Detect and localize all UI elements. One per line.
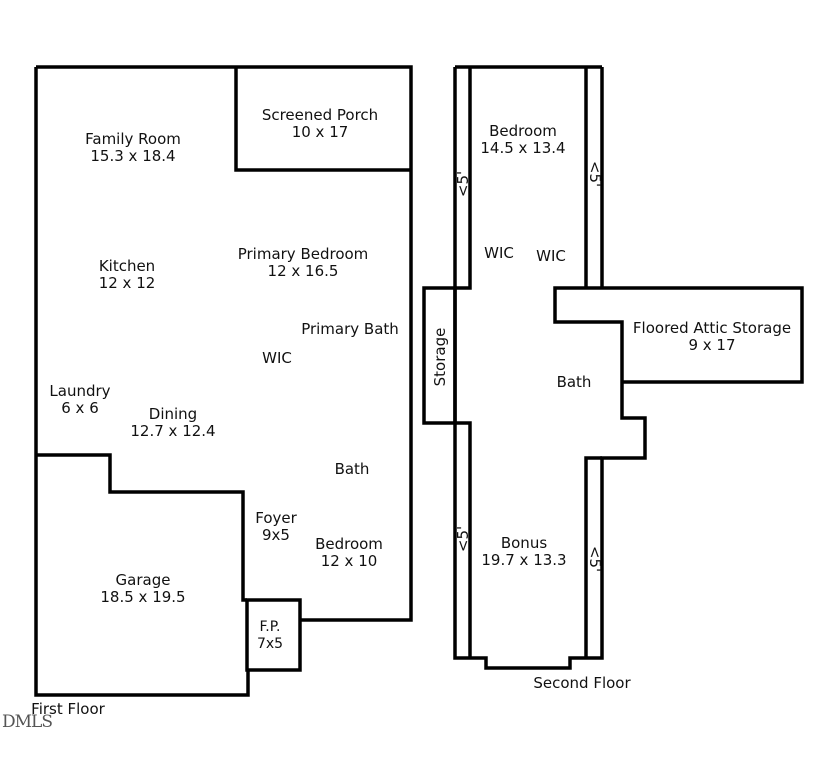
room-size: 14.5 x 13.4 <box>480 139 566 157</box>
room-storage: Storage <box>431 327 449 387</box>
second-floor-title: Second Floor <box>533 674 631 692</box>
room-name: Garage <box>115 571 171 589</box>
room-name: WIC <box>536 247 566 265</box>
second-floor-walls <box>422 65 804 670</box>
room-name: Bath <box>334 460 370 478</box>
low-ceiling-mark: <5' <box>586 160 604 188</box>
room-name: Bedroom <box>489 122 557 140</box>
room-name: Floored Attic Storage <box>632 319 792 337</box>
room-wic-1: WIC <box>484 245 514 262</box>
room-size: 19.7 x 13.3 <box>481 551 567 569</box>
low-ceiling-mark: <5' <box>454 525 472 553</box>
room-wic-2: WIC <box>536 248 566 265</box>
room-name: Laundry <box>49 382 111 400</box>
room-name: Foyer <box>255 509 297 527</box>
room-bath: Bath <box>335 461 370 478</box>
first-floor-title: First Floor <box>31 700 105 718</box>
room-size: 9 x 17 <box>688 336 736 354</box>
room-name: Bath <box>556 373 592 391</box>
room-name: Primary Bedroom <box>237 245 369 263</box>
room-size: 12 x 16.5 <box>267 262 339 280</box>
room-name: WIC <box>484 244 514 262</box>
room-size: 15.3 x 18.4 <box>90 147 176 165</box>
room-name: Bedroom <box>315 535 383 553</box>
low-ceiling-mark: <5' <box>586 545 604 573</box>
room-name: Primary Bath <box>301 320 399 338</box>
room-size: 18.5 x 19.5 <box>100 588 186 606</box>
room-upstairs-bath: Bath <box>557 374 592 391</box>
room-size: 12.7 x 12.4 <box>130 422 216 440</box>
room-primary-bath: Primary Bath <box>301 321 399 338</box>
room-name: Dining <box>148 405 198 423</box>
room-size: 7x5 <box>256 636 284 652</box>
room-name: Family Room <box>85 130 181 148</box>
room-size: 12 x 10 <box>320 552 378 570</box>
room-size: 10 x 17 <box>291 123 349 141</box>
first-floor-walls <box>34 65 413 697</box>
room-name: WIC <box>262 349 292 367</box>
room-size: 12 x 12 <box>98 274 156 292</box>
room-fp: F.P.7x5 <box>257 619 283 653</box>
room-size: 9x5 <box>262 526 290 544</box>
room-wic: WIC <box>262 350 292 367</box>
room-name: Kitchen <box>98 257 156 275</box>
room-name: F.P. <box>259 619 281 635</box>
dmls-watermark: DMLS <box>2 712 53 732</box>
room-name: Bonus <box>500 534 548 552</box>
room-name: Screened Porch <box>261 106 379 124</box>
low-ceiling-mark: <5' <box>454 170 472 198</box>
room-size: 6 x 6 <box>61 399 99 417</box>
